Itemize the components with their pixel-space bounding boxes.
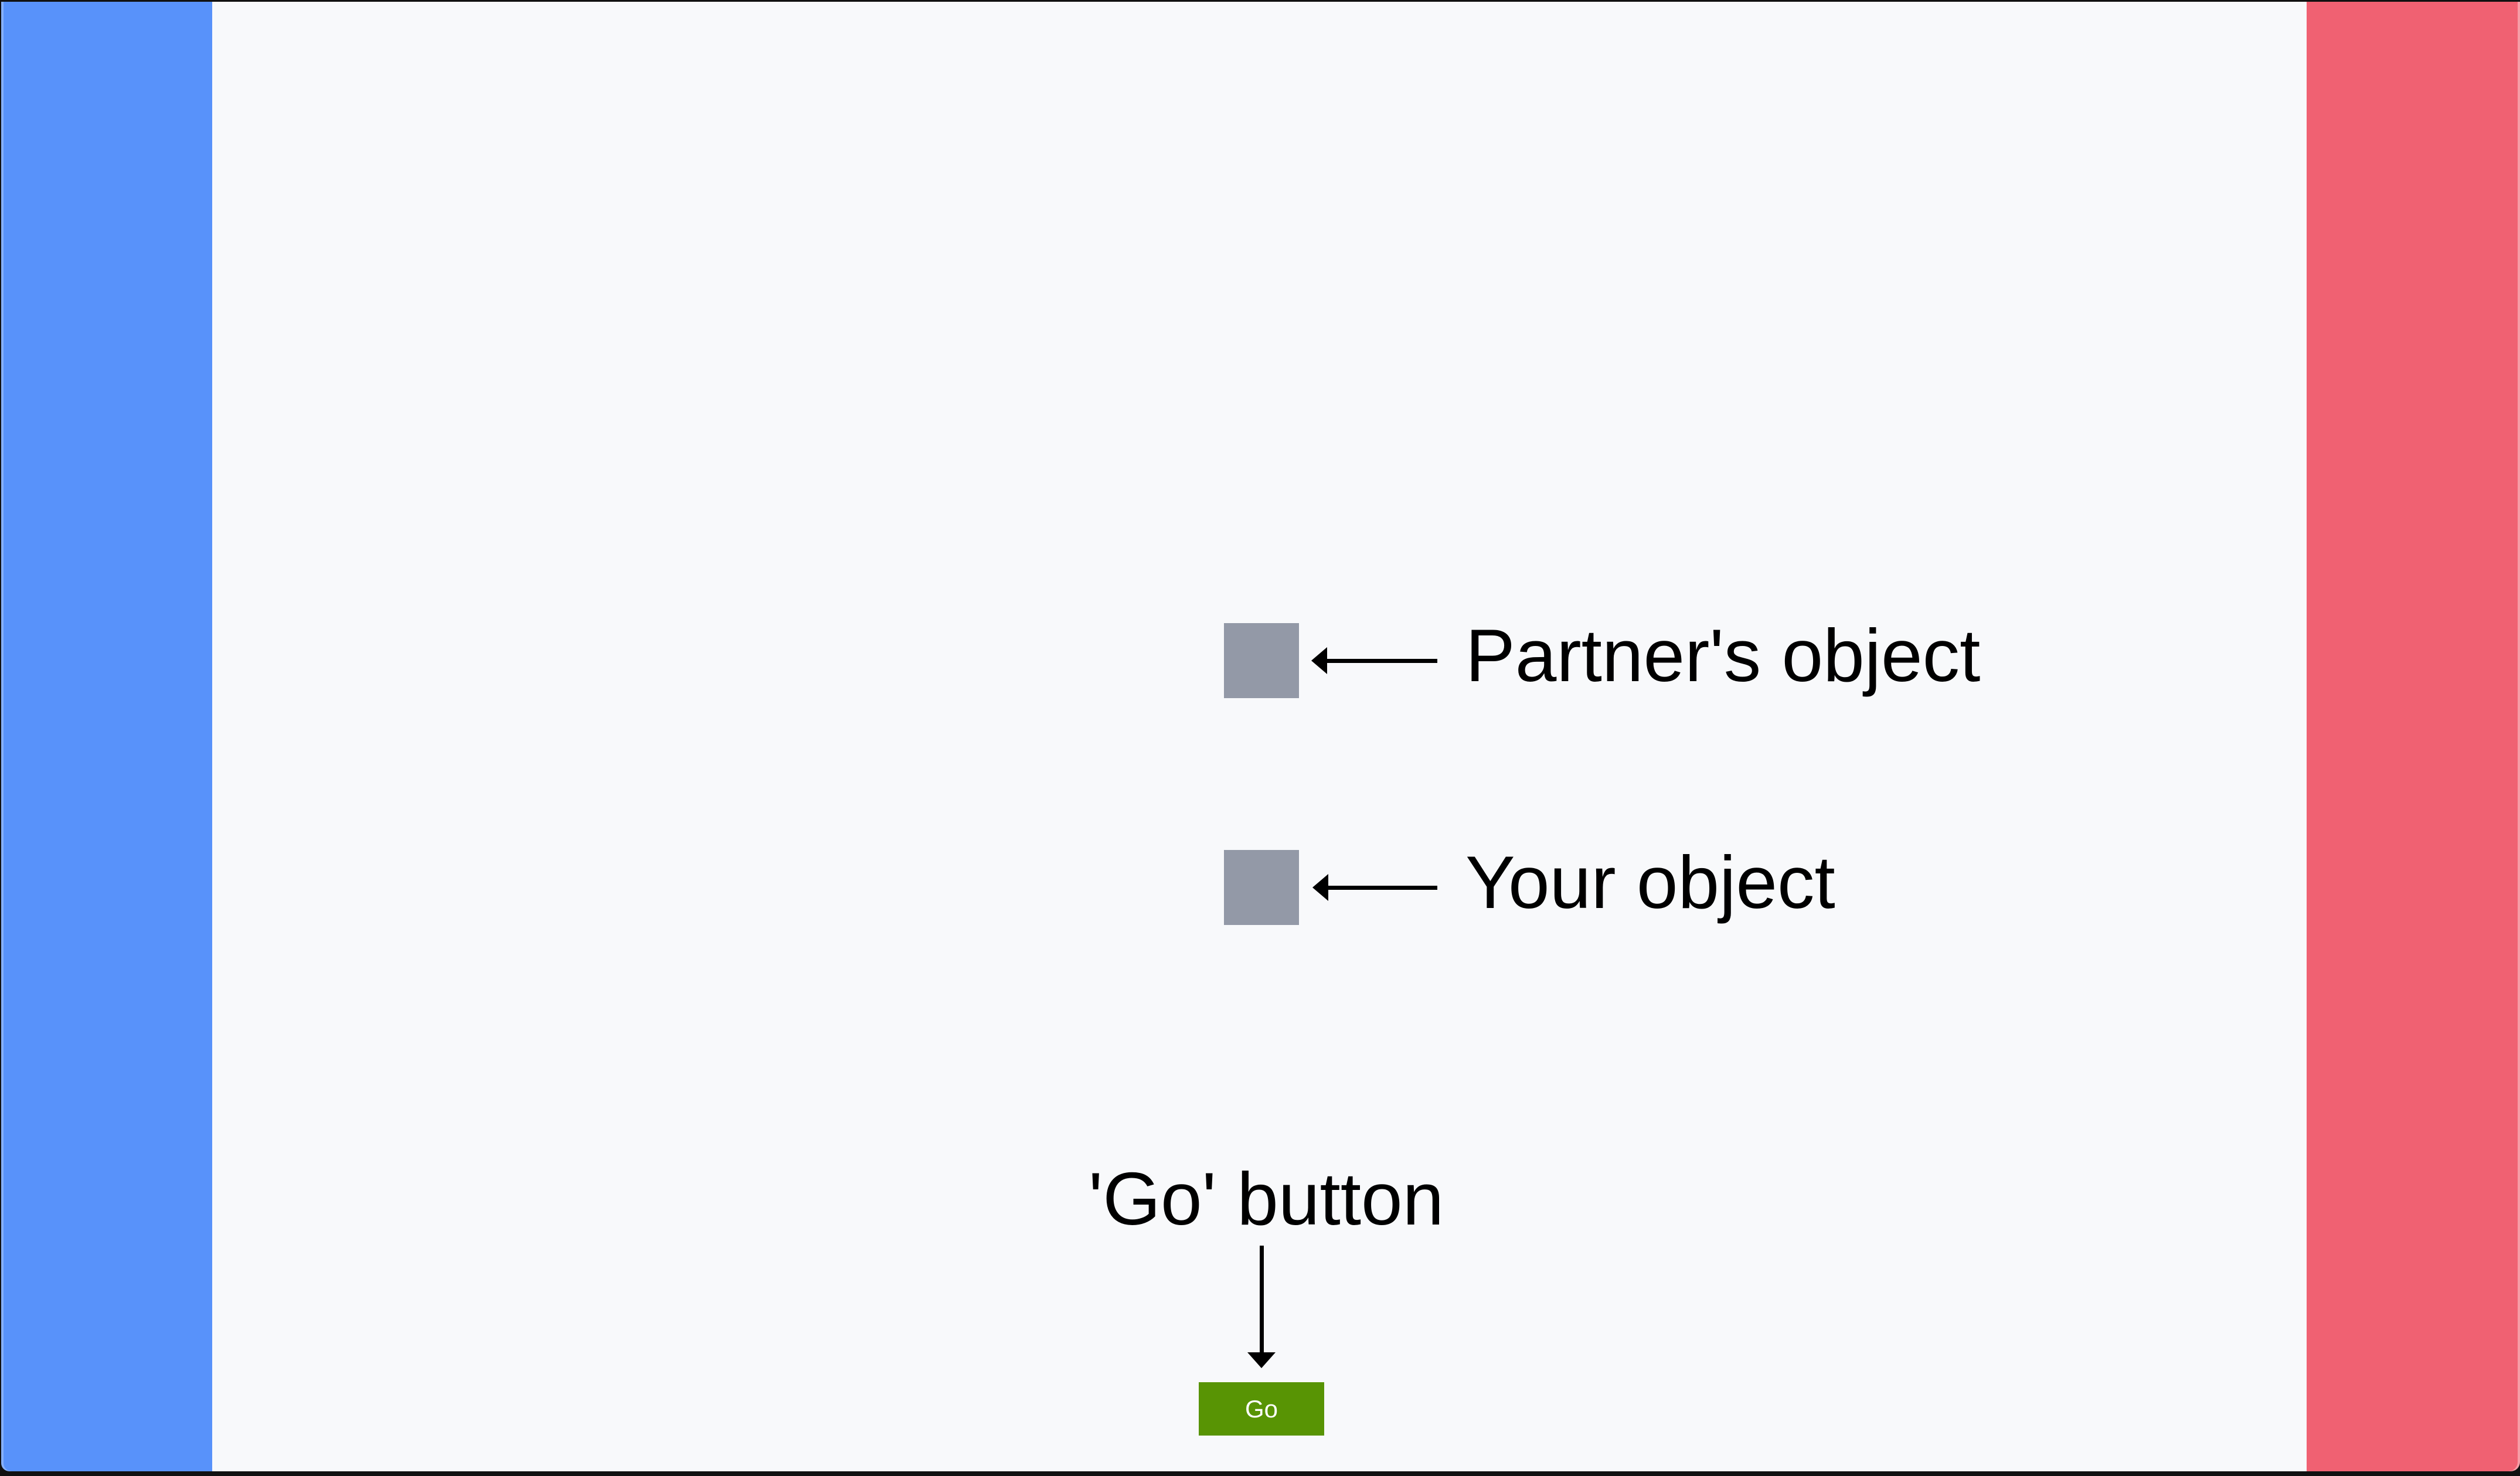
left-arrow-icon: [1312, 874, 1328, 901]
left-arrow-line: [1326, 659, 1437, 663]
down-arrow-line: [1260, 1246, 1264, 1353]
your-object[interactable]: [1224, 850, 1299, 925]
right-red-zone: [2307, 2, 2520, 1471]
go-button-label: 'Go' button: [1089, 1157, 1444, 1240]
go-button[interactable]: Go: [1199, 1382, 1324, 1436]
go-button-text: Go: [1244, 1395, 1278, 1423]
left-arrow-line: [1327, 886, 1437, 890]
left-blue-zone: [1, 2, 212, 1471]
your-object-label: Your object: [1465, 841, 1835, 924]
stage-area: [212, 2, 2307, 1471]
down-arrow-icon: [1247, 1352, 1276, 1368]
partner-object: [1224, 623, 1299, 698]
partner-object-label: Partner's object: [1465, 614, 1981, 697]
left-arrow-icon: [1311, 647, 1327, 674]
